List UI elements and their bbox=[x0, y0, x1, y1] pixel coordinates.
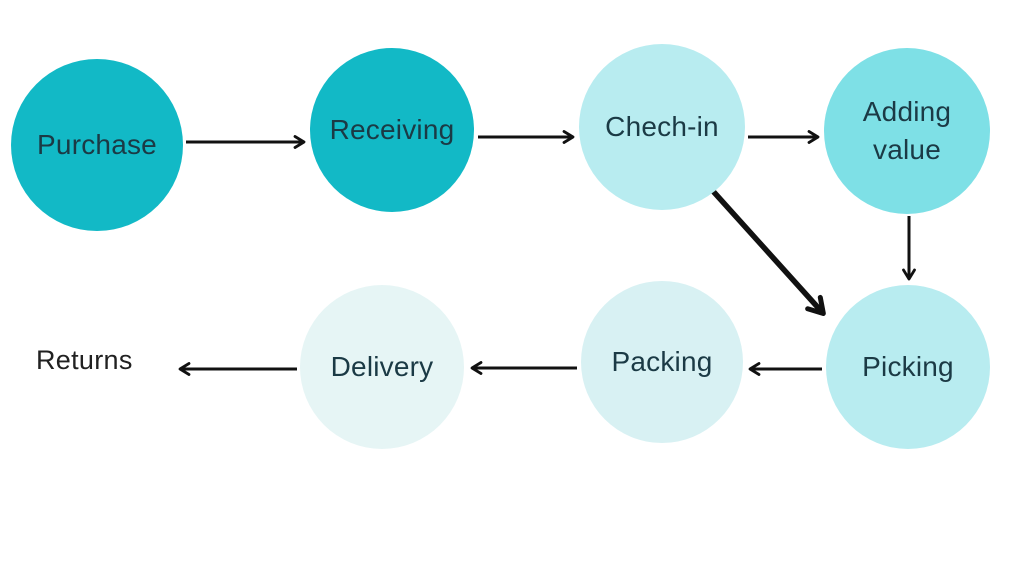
node-adding-value-label: Adding value bbox=[862, 96, 952, 165]
node-purchase: Purchase bbox=[11, 59, 183, 231]
node-adding-value: Adding value bbox=[824, 48, 990, 214]
node-receiving-label: Receiving bbox=[329, 114, 455, 146]
node-packing-label: Packing bbox=[611, 346, 713, 378]
node-delivery: Delivery bbox=[300, 285, 464, 449]
node-check-in: Chech-in bbox=[579, 44, 745, 210]
node-receiving: Receiving bbox=[310, 48, 474, 212]
node-picking: Picking bbox=[826, 285, 990, 449]
node-picking-label: Picking bbox=[862, 351, 954, 383]
node-packing: Packing bbox=[581, 281, 743, 443]
node-purchase-label: Purchase bbox=[37, 129, 157, 161]
node-returns-label: Returns bbox=[36, 345, 133, 375]
node-check-in-label: Chech-in bbox=[605, 111, 719, 143]
node-delivery-label: Delivery bbox=[330, 351, 434, 383]
edge-checkin-picking-arrow bbox=[709, 187, 826, 316]
